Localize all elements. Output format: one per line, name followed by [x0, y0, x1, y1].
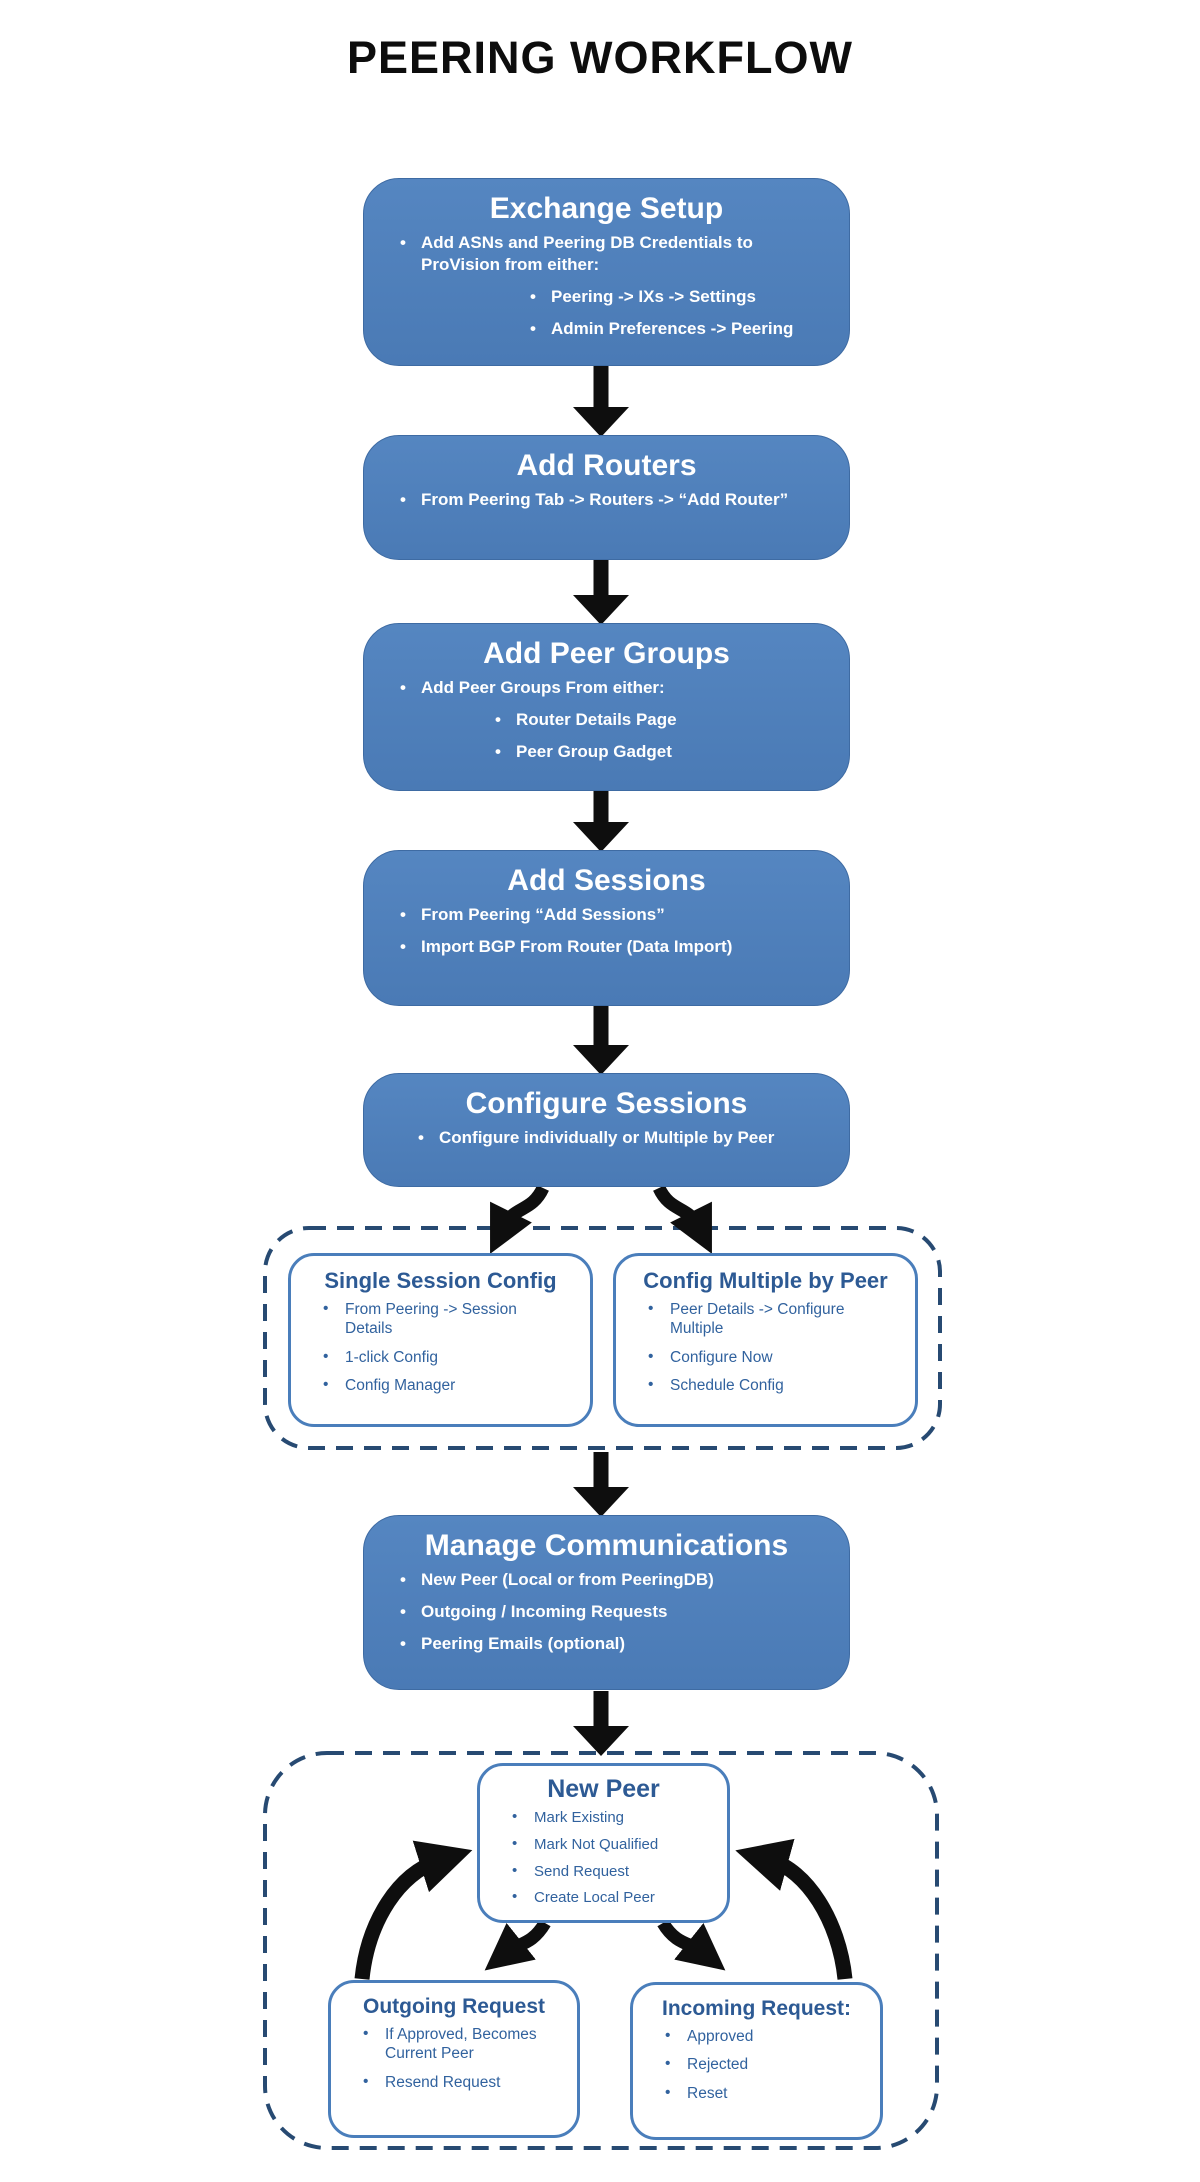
bullet-list: From Peering “Add Sessions” Import BGP F…: [364, 904, 849, 958]
bullet-item: Mark Existing: [510, 1808, 701, 1828]
bullet-item-sub: Router Details Page: [489, 709, 825, 731]
bullet-list: Peer Details -> Configure Multiple Confi…: [616, 1299, 915, 1396]
option-box-config-multiple-by-peer: Config Multiple by Peer Peer Details -> …: [613, 1253, 918, 1427]
bullet-list: New Peer (Local or from PeeringDB) Outgo…: [364, 1569, 849, 1655]
box-title: Configure Sessions: [465, 1087, 748, 1120]
bullet-item: 1-click Config: [321, 1347, 564, 1367]
bullet-list: From Peering -> Session Details 1-click …: [291, 1299, 590, 1396]
bullet-list: Configure individually or Multiple by Pe…: [364, 1127, 849, 1149]
bullet-item: Schedule Config: [646, 1375, 889, 1395]
bullet-item: Approved: [663, 2026, 854, 2046]
box-title: Single Session Config: [324, 1268, 557, 1293]
arrow-newpeer-to-incoming: [657, 1919, 726, 1971]
bullet-item: Send Request: [510, 1862, 701, 1882]
box-title: Outgoing Request: [363, 1995, 545, 2018]
box-title: Config Multiple by Peer: [643, 1268, 888, 1293]
bullet-item: Import BGP From Router (Data Import): [394, 936, 825, 958]
bullet-item: Outgoing / Incoming Requests: [394, 1601, 825, 1623]
page-title: PEERING WORKFLOW: [347, 32, 853, 83]
arrow-routers-to-peergroups: [573, 560, 629, 625]
option-box-single-session-config: Single Session Config From Peering -> Se…: [288, 1253, 593, 1427]
bullet-list: Mark Existing Mark Not Qualified Send Re…: [480, 1808, 727, 1908]
box-title: Exchange Setup: [489, 192, 724, 225]
bullet-item: Config Manager: [321, 1375, 564, 1395]
box-title: Add Routers: [516, 449, 697, 482]
bullet-item: Configure Now: [646, 1347, 889, 1367]
dashed-container-communications: [263, 1751, 939, 2150]
option-box-outgoing-request: Outgoing Request If Approved, Becomes Cu…: [328, 1980, 580, 2138]
bullet-item-sub: Peer Group Gadget: [489, 741, 825, 763]
box-title: Incoming Request:: [661, 1997, 851, 2020]
bullet-item: Rejected: [663, 2054, 854, 2074]
bullet-item: Resend Request: [361, 2072, 551, 2092]
flow-box-add-sessions: Add Sessions From Peering “Add Sessions”…: [363, 850, 850, 1006]
bullet-list: If Approved, Becomes Current Peer Resend…: [331, 2024, 577, 2092]
box-title: Add Sessions: [507, 864, 706, 897]
flow-box-manage-communications: Manage Communications New Peer (Local or…: [363, 1515, 850, 1690]
arrow-configoptions-to-manage: [573, 1452, 629, 1517]
bullet-item: Add Peer Groups From either:: [394, 677, 825, 699]
bullet-item: New Peer (Local or from PeeringDB): [394, 1569, 825, 1591]
box-title: New Peer: [547, 1775, 660, 1803]
bullet-item-sub: Admin Preferences -> Peering: [524, 318, 825, 340]
bullet-item-sub: Peering -> IXs -> Settings: [524, 286, 825, 308]
bullet-item: If Approved, Becomes Current Peer: [361, 2024, 551, 2064]
option-box-new-peer: New Peer Mark Existing Mark Not Qualifie…: [477, 1763, 730, 1923]
arrow-manage-to-communications: [573, 1691, 629, 1756]
bullet-item: Configure individually or Multiple by Pe…: [412, 1127, 825, 1149]
arrow-sessions-to-configure: [573, 1006, 629, 1075]
flow-box-add-routers: Add Routers From Peering Tab -> Routers …: [363, 435, 850, 560]
bullet-item: Add ASNs and Peering DB Credentials to P…: [394, 232, 825, 276]
bullet-item: Peering Emails (optional): [394, 1633, 825, 1655]
arrow-peergroups-to-sessions: [573, 791, 629, 852]
arrow-exchange-to-routers: [573, 364, 629, 437]
option-box-incoming-request: Incoming Request: Approved Rejected Rese…: [630, 1982, 883, 2140]
bullet-item: Peer Details -> Configure Multiple: [646, 1299, 870, 1339]
bullet-item: From Peering Tab -> Routers -> “Add Rout…: [394, 489, 825, 511]
flow-box-exchange-setup: Exchange Setup Add ASNs and Peering DB C…: [363, 178, 850, 366]
bullet-item: From Peering “Add Sessions”: [394, 904, 825, 926]
bullet-list: Add Peer Groups From either: Router Deta…: [364, 677, 849, 763]
flow-box-add-peer-groups: Add Peer Groups Add Peer Groups From eit…: [363, 623, 850, 791]
arrow-configure-to-multiple: [653, 1184, 712, 1254]
bullet-list: Approved Rejected Reset: [633, 2026, 880, 2103]
arrow-outgoing-to-newpeer: [354, 1840, 473, 1980]
box-title: Manage Communications: [424, 1529, 789, 1562]
bullet-list: Add ASNs and Peering DB Credentials to P…: [364, 232, 849, 340]
box-title: Add Peer Groups: [483, 637, 730, 670]
arrow-configure-to-single: [490, 1184, 549, 1254]
dashed-container-config-options: [263, 1226, 942, 1450]
bullet-item: From Peering -> Session Details: [321, 1299, 545, 1339]
bullet-item: Reset: [663, 2083, 854, 2103]
bullet-list: From Peering Tab -> Routers -> “Add Rout…: [364, 489, 849, 511]
bullet-item: Mark Not Qualified: [510, 1835, 701, 1855]
bullet-item: Create Local Peer: [510, 1888, 701, 1908]
arrow-newpeer-to-outgoing: [484, 1919, 551, 1971]
flow-box-configure-sessions: Configure Sessions Configure individuall…: [363, 1073, 850, 1187]
arrow-incoming-to-newpeer: [735, 1838, 853, 1980]
